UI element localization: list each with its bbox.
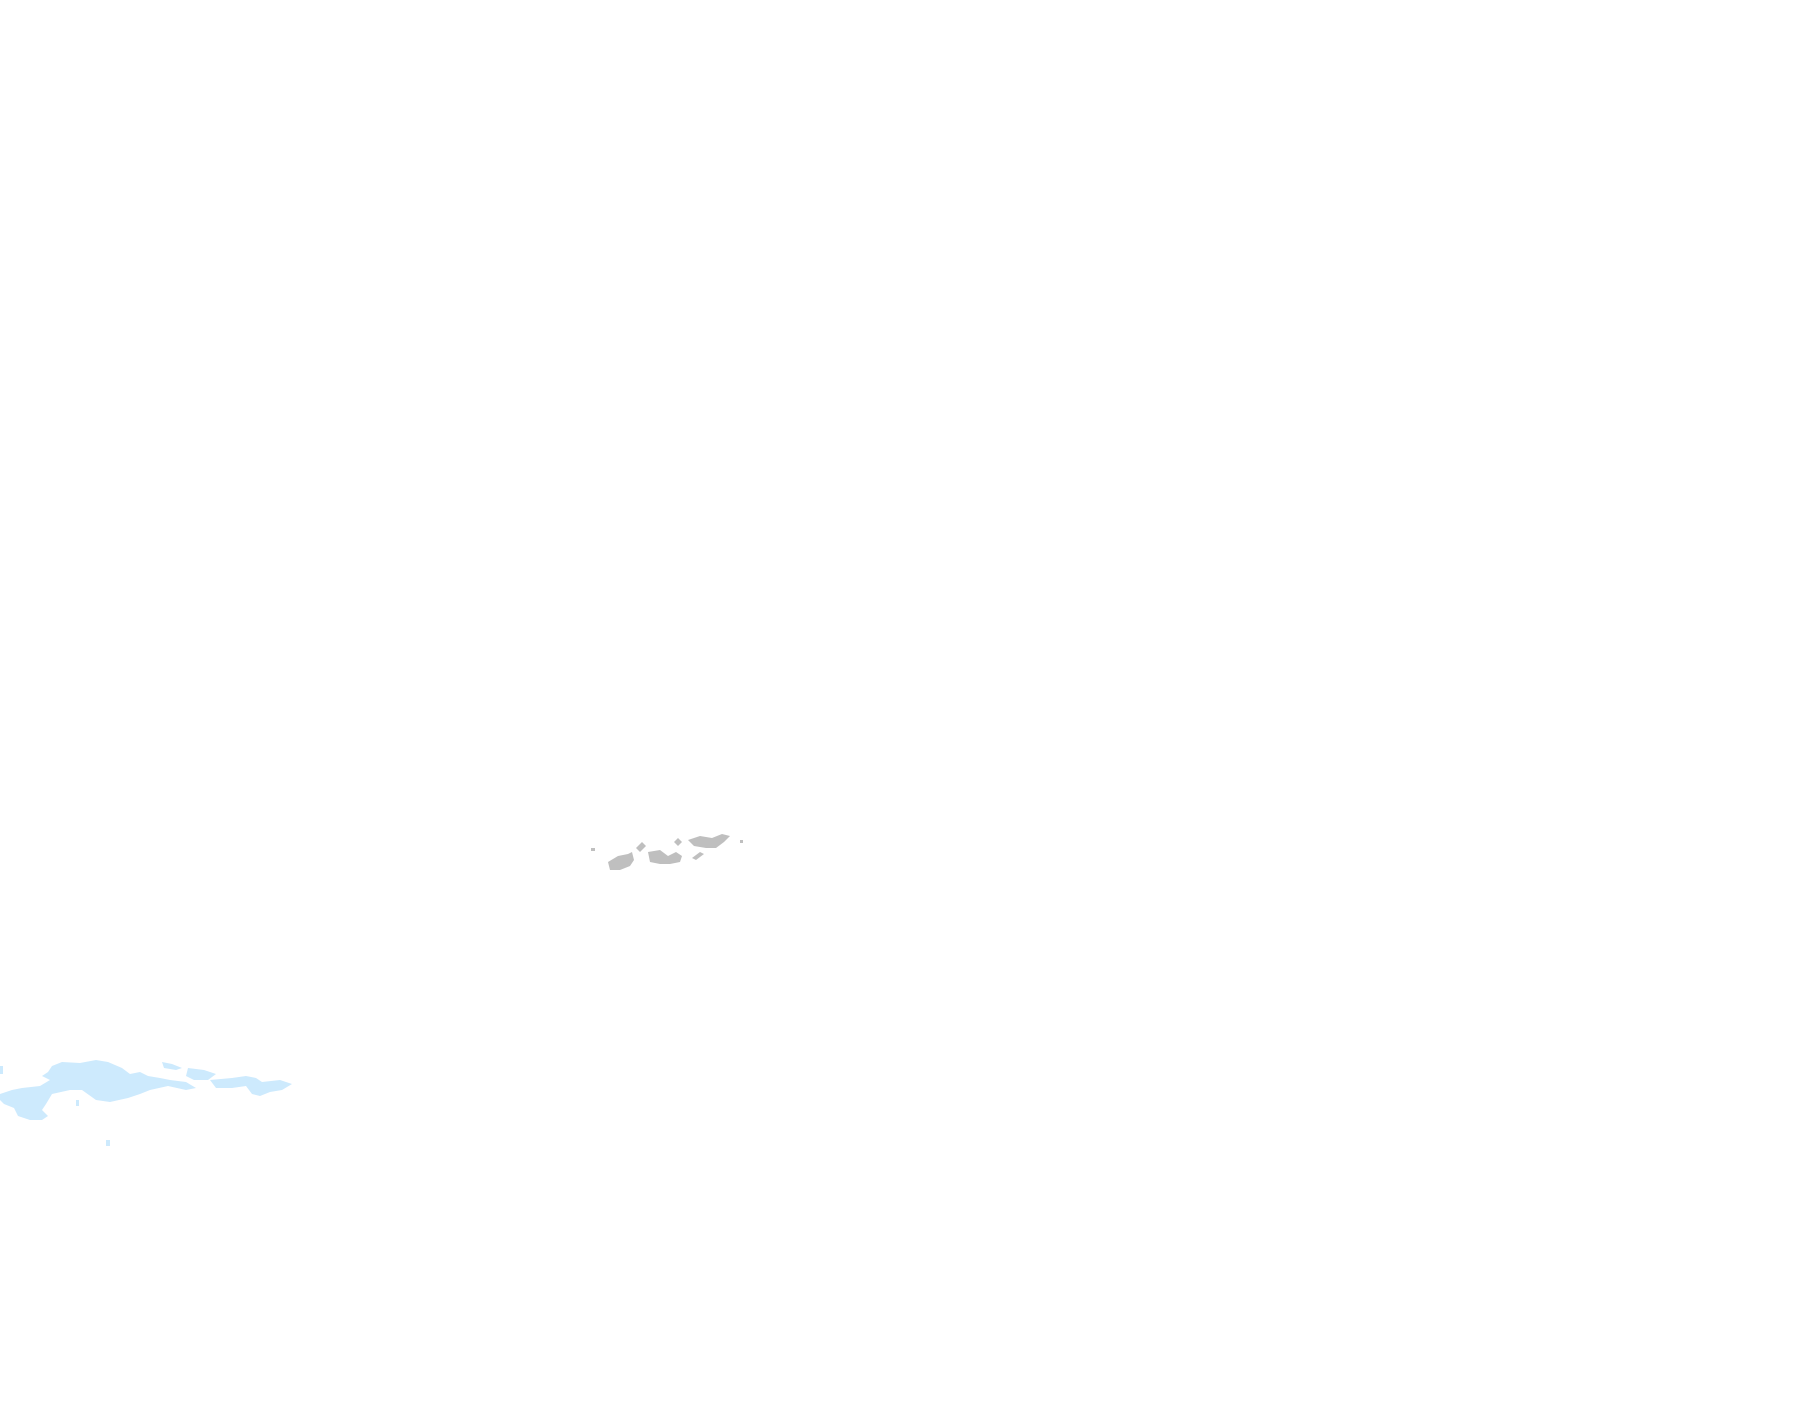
island xyxy=(648,850,682,864)
islet xyxy=(76,1100,79,1106)
islet xyxy=(740,840,743,843)
islet xyxy=(106,1140,110,1146)
island xyxy=(210,1076,292,1096)
island xyxy=(688,834,730,848)
island xyxy=(162,1062,182,1070)
islet xyxy=(591,848,595,851)
island xyxy=(674,838,682,846)
islet xyxy=(0,1066,3,1074)
island xyxy=(692,852,704,860)
highlighted-island-group xyxy=(0,1060,292,1146)
gray-island-group xyxy=(591,834,743,870)
island xyxy=(186,1068,216,1080)
island xyxy=(608,852,634,870)
island xyxy=(636,842,646,852)
island xyxy=(0,1060,196,1120)
